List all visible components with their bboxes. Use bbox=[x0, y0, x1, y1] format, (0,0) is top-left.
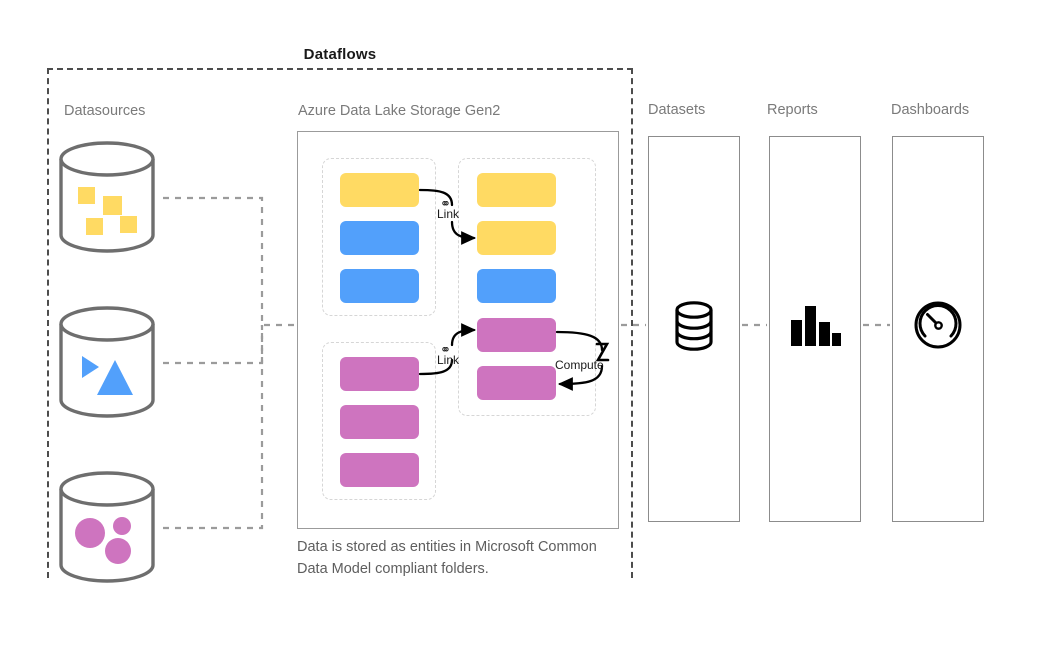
dataflows-boundary bbox=[47, 68, 633, 578]
entity-block[interactable] bbox=[340, 405, 419, 439]
database-cylinder-icon bbox=[59, 306, 155, 418]
database-cylinder-icon bbox=[59, 471, 155, 583]
entity-block[interactable] bbox=[477, 269, 556, 303]
label-reports: Reports bbox=[767, 102, 818, 118]
bar-chart-icon bbox=[791, 306, 841, 346]
reports-icon-wrap bbox=[769, 300, 861, 350]
database-cylinder-icon bbox=[59, 141, 155, 253]
entity-block[interactable] bbox=[340, 269, 419, 303]
entity-block[interactable] bbox=[340, 221, 419, 255]
link-chain-icon: ⚭ bbox=[440, 196, 451, 211]
adls-group-a bbox=[322, 158, 436, 316]
entity-block[interactable] bbox=[477, 173, 556, 207]
datasource-cylinder-yellow[interactable] bbox=[58, 141, 156, 253]
label-datasources: Datasources bbox=[64, 103, 146, 119]
entity-block[interactable] bbox=[477, 366, 556, 400]
link-label-1: Link bbox=[437, 207, 460, 221]
entity-block[interactable] bbox=[477, 318, 556, 352]
link-chain-icon: ⚭ bbox=[440, 342, 451, 357]
datasource-cylinder-blue[interactable] bbox=[58, 306, 156, 418]
label-dashboards: Dashboards bbox=[891, 102, 970, 118]
dataflows-title: Dataflows bbox=[303, 46, 377, 63]
compute-label: Compute bbox=[555, 358, 604, 372]
datasets-icon-wrap bbox=[648, 300, 740, 352]
datasource-cylinder-pink[interactable] bbox=[58, 471, 156, 583]
entity-block[interactable] bbox=[477, 221, 556, 255]
gauge-icon bbox=[914, 301, 962, 349]
entity-block[interactable] bbox=[340, 357, 419, 391]
adls-group-c bbox=[322, 342, 436, 500]
dashboards-icon-wrap bbox=[892, 300, 984, 350]
adls-group-b bbox=[458, 158, 596, 416]
label-datasets: Datasets bbox=[648, 102, 706, 118]
link-label-2: Link bbox=[437, 353, 460, 367]
database-stack-icon bbox=[675, 301, 713, 351]
entity-block[interactable] bbox=[340, 173, 419, 207]
entity-block[interactable] bbox=[340, 453, 419, 487]
label-azure-data-lake-storage: Azure Data Lake Storage Gen2 bbox=[298, 103, 501, 119]
adls-caption: Data is stored as entities in Microsoft … bbox=[297, 539, 597, 577]
